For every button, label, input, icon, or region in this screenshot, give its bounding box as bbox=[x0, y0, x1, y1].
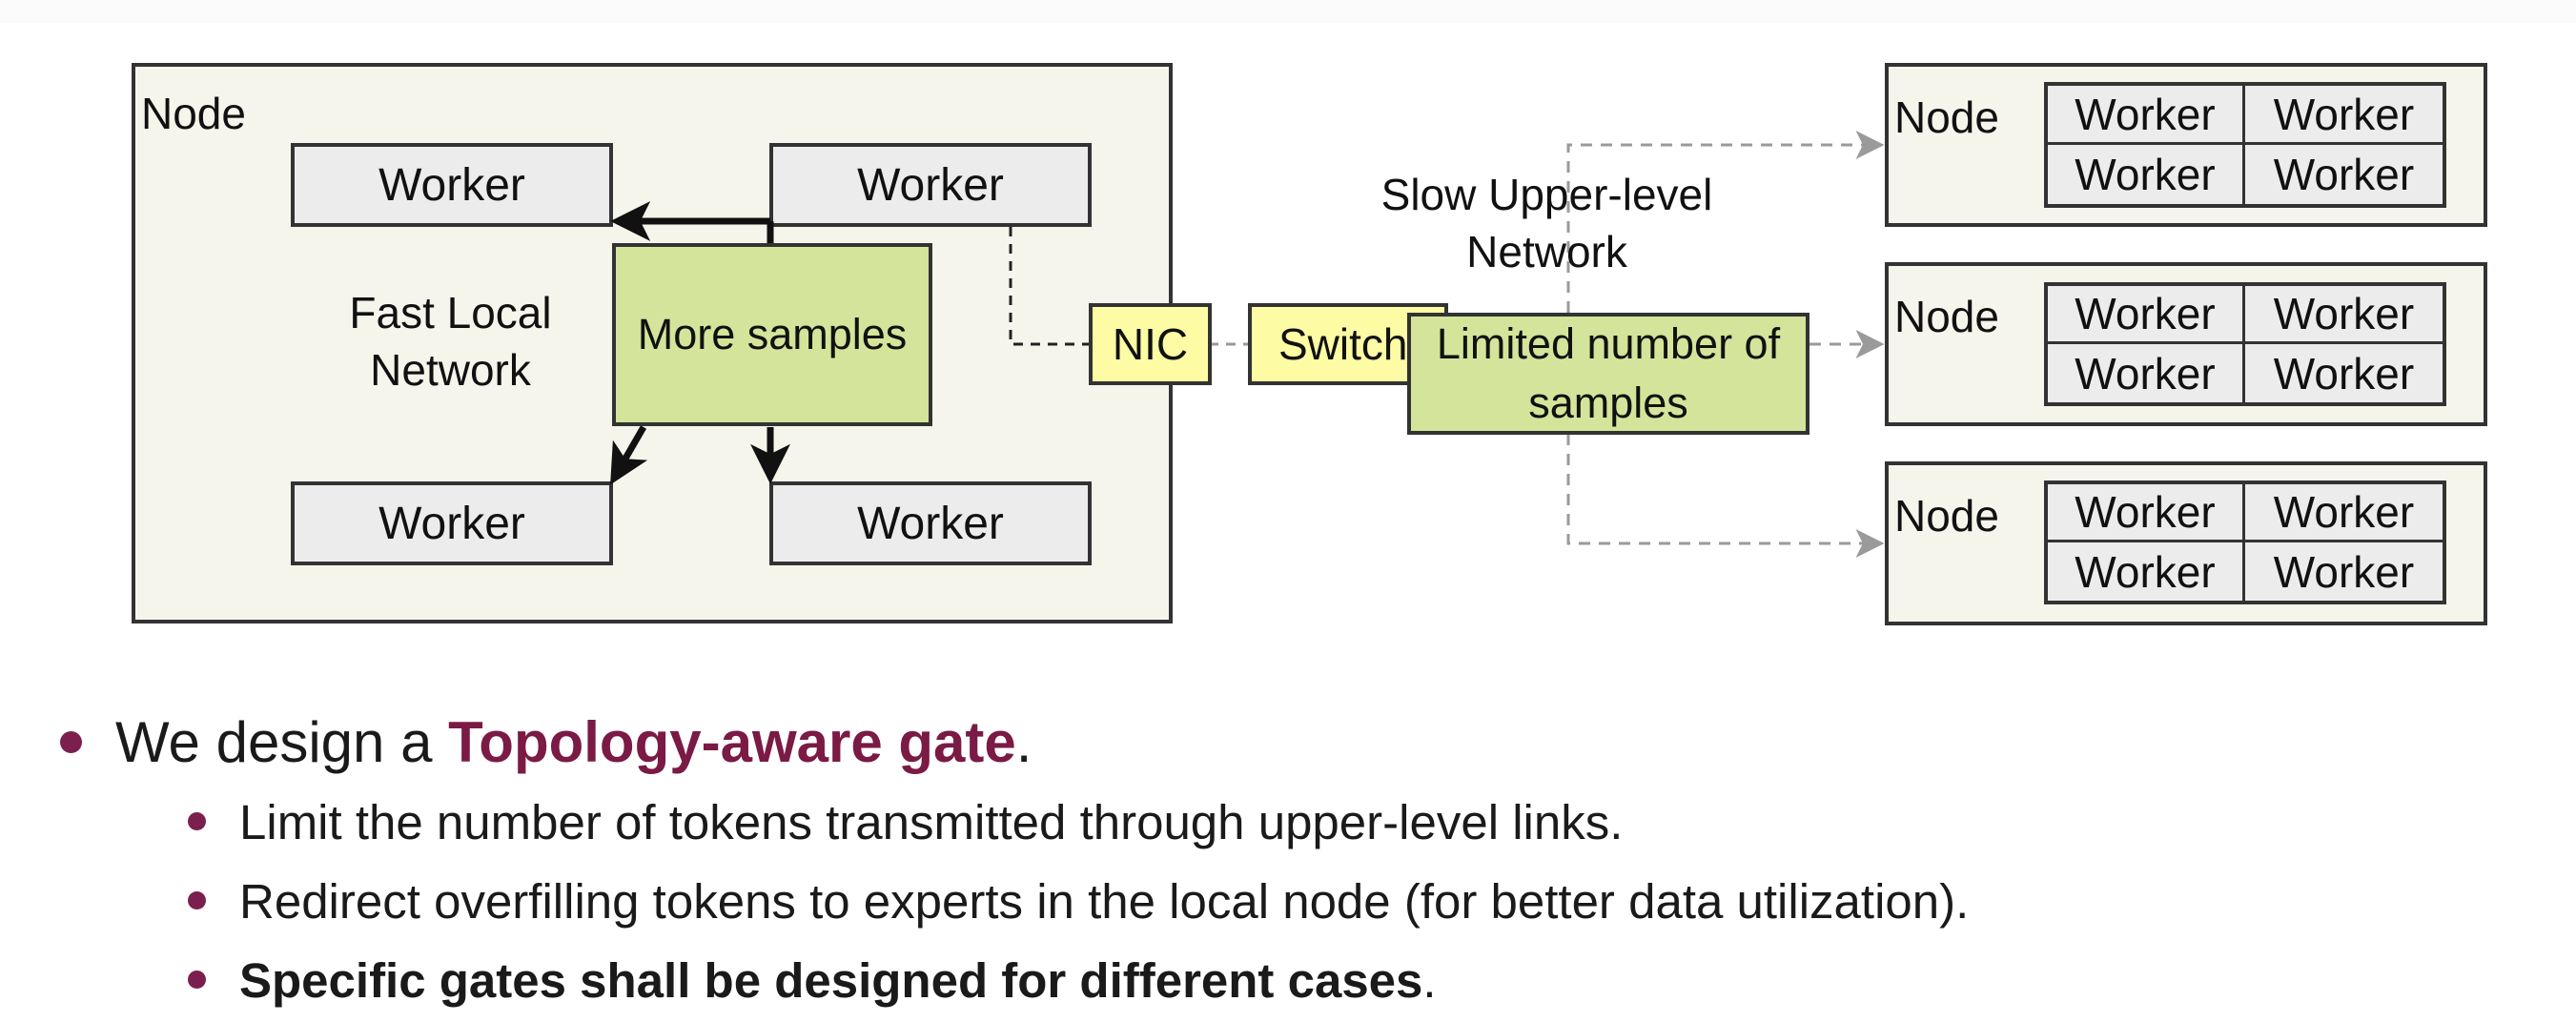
bullet-dot bbox=[60, 731, 82, 753]
bullet-sub-1: Limit the number of tokens transmitted t… bbox=[239, 795, 1624, 849]
bullet-dot bbox=[188, 971, 206, 989]
local-worker-top-right: Worker bbox=[769, 143, 1092, 227]
fast-local-network-label: Fast Local Network bbox=[349, 288, 552, 395]
remote-node-1-workers: Worker Worker Worker Worker bbox=[2044, 82, 2446, 208]
local-worker-top-left: Worker bbox=[291, 143, 613, 227]
worker-cell: Worker bbox=[2048, 542, 2245, 601]
worker-cell: Worker bbox=[2048, 344, 2245, 402]
limited-samples-box: Limited number of samples bbox=[1407, 313, 1809, 435]
local-worker-bottom-right: Worker bbox=[769, 481, 1092, 565]
remote-node-2-workers: Worker Worker Worker Worker bbox=[2044, 282, 2446, 406]
worker-to-nic-line bbox=[1009, 227, 1092, 346]
slow-upper-network-label: Slow Upper-level Network bbox=[1380, 170, 1713, 276]
worker-cell: Worker bbox=[2273, 546, 2415, 597]
worker-cell: Worker bbox=[2245, 484, 2443, 542]
worker-cell: Worker bbox=[2048, 286, 2245, 344]
upper-network-lines bbox=[1566, 131, 1885, 558]
remote-node-1-label: Node bbox=[1894, 92, 1999, 142]
local-arrow-bottom-left bbox=[610, 425, 648, 485]
bullet-dot bbox=[188, 891, 206, 910]
more-samples-box: More samples bbox=[612, 243, 932, 426]
local-node-label: Node bbox=[141, 89, 246, 138]
worker-cell: Worker bbox=[2048, 484, 2245, 542]
worker-cell: Worker bbox=[2048, 86, 2245, 145]
nic-box: NIC bbox=[1089, 303, 1212, 385]
worker-cell: Worker bbox=[2048, 145, 2245, 204]
worker-cell: Worker bbox=[2245, 86, 2443, 145]
bullet-sub-3-suffix: . bbox=[1422, 953, 1437, 1008]
bullet-main-suffix: . bbox=[1015, 710, 1032, 774]
remote-node-3-workers: Worker Worker Worker Worker bbox=[2044, 480, 2446, 604]
worker-cell: Worker bbox=[2245, 286, 2443, 344]
bullet-main: We design a Topology-aware gate. bbox=[115, 709, 1032, 775]
bullet-sub-3: Specific gates shall be designed for dif… bbox=[239, 952, 1437, 1009]
remote-node-2-label: Node bbox=[1894, 292, 1999, 341]
top-strip bbox=[0, 0, 2576, 23]
topology-aware-gate-highlight: Topology-aware gate bbox=[448, 710, 1016, 774]
local-arrow-top bbox=[610, 201, 774, 246]
bullet-sub-3-bold: Specific gates shall be designed for dif… bbox=[239, 953, 1423, 1008]
remote-node-3-label: Node bbox=[1894, 491, 1999, 541]
worker-cell: Worker bbox=[2273, 348, 2415, 399]
bullet-main-prefix: We design a bbox=[115, 710, 449, 774]
switch-label: Switch bbox=[1278, 319, 1408, 369]
bullet-dot bbox=[188, 812, 206, 830]
nic-label: NIC bbox=[1112, 319, 1189, 369]
worker-cell: Worker bbox=[2273, 150, 2415, 199]
local-worker-bottom-left: Worker bbox=[291, 481, 613, 565]
bullet-sub-2: Redirect overfilling tokens to experts i… bbox=[239, 874, 1970, 929]
